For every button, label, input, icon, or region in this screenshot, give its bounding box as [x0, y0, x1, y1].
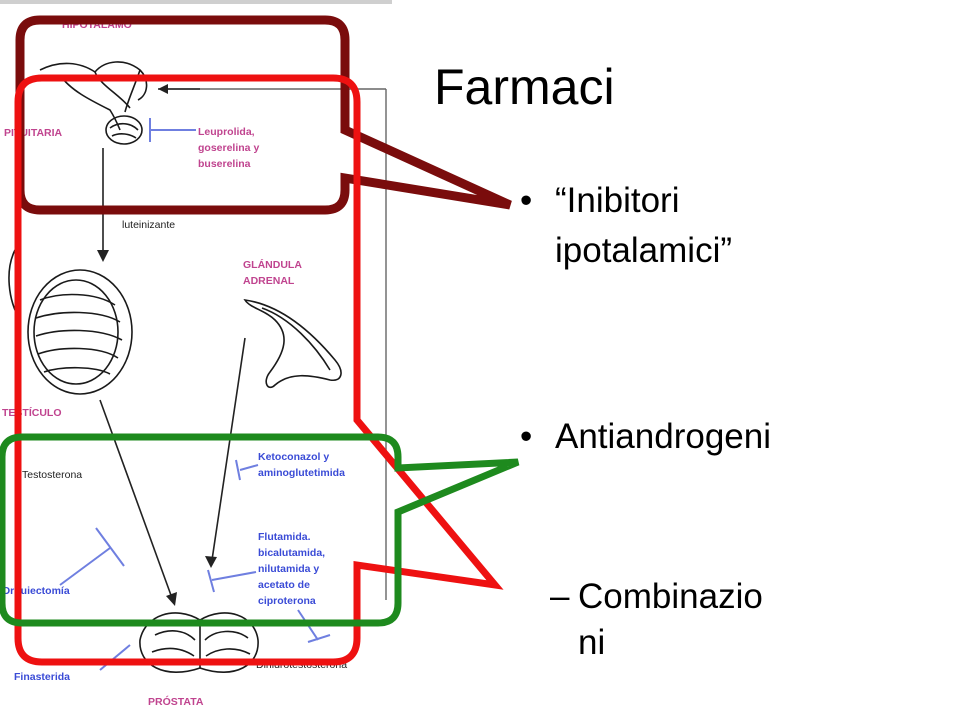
- label-flutamida-5: ciproterona: [258, 595, 316, 607]
- bullet-inibitori-line2: ipotalamici”: [555, 231, 732, 270]
- label-ketoconazol-2: aminoglutetimida: [258, 467, 345, 479]
- callout-green: [0, 433, 520, 627]
- label-orquiectomia: Orquiectomía: [2, 585, 70, 597]
- bullet-inibitori-line1: “Inibitori: [555, 181, 680, 220]
- label-pituitaria: PITUITARIA: [4, 127, 63, 139]
- callouts: [0, 15, 520, 666]
- label-leuprolida-3: buserelina: [198, 158, 251, 170]
- label-flutamida-3: nilutamida y: [258, 563, 319, 575]
- label-flutamida-2: bicalutamida,: [258, 547, 325, 559]
- label-glandula-1: GLÁNDULA: [243, 258, 302, 271]
- image-top-edge: [0, 0, 392, 4]
- testis-drawing: [8, 249, 133, 395]
- callout-red: [14, 74, 504, 666]
- label-finasterida: Finasterida: [14, 671, 70, 683]
- sub-bullet-combinazioni-line1: Combinazio: [578, 577, 763, 616]
- sub-bullet-marker: –: [550, 577, 570, 616]
- label-flutamida-1: Flutamida.: [258, 531, 311, 543]
- sub-bullet-combinazioni-line2: ni: [578, 623, 606, 662]
- pathway-arrows: [97, 148, 246, 606]
- label-leuprolida-1: Leuprolida,: [198, 126, 255, 138]
- bullet-antiandrogeni-line1: Antiandrogeni: [555, 417, 771, 456]
- label-luteinizante: luteinizante: [122, 219, 175, 231]
- inhibition-markers: [59, 118, 331, 671]
- label-testiculo: TESTÍCULO: [2, 406, 62, 419]
- bullet-marker: •: [520, 417, 533, 456]
- slide-title: Farmaci: [434, 59, 615, 115]
- label-flutamida-4: acetato de: [258, 579, 310, 591]
- label-leuprolida-2: goserelina y: [198, 142, 259, 154]
- label-ketoconazol-1: Ketoconazol y: [258, 451, 329, 463]
- label-prostata: PRÓSTATA: [148, 695, 204, 708]
- label-testosterona: Testosterona: [22, 469, 82, 481]
- label-glandula-2: ADRENAL: [243, 275, 295, 287]
- diagram-frame: [160, 88, 387, 600]
- hypothalamus-pituitary-drawing: [39, 61, 200, 145]
- callout-dark-red: [15, 15, 512, 215]
- bullet-marker: •: [520, 181, 533, 220]
- adrenal-gland-drawing: [243, 298, 342, 389]
